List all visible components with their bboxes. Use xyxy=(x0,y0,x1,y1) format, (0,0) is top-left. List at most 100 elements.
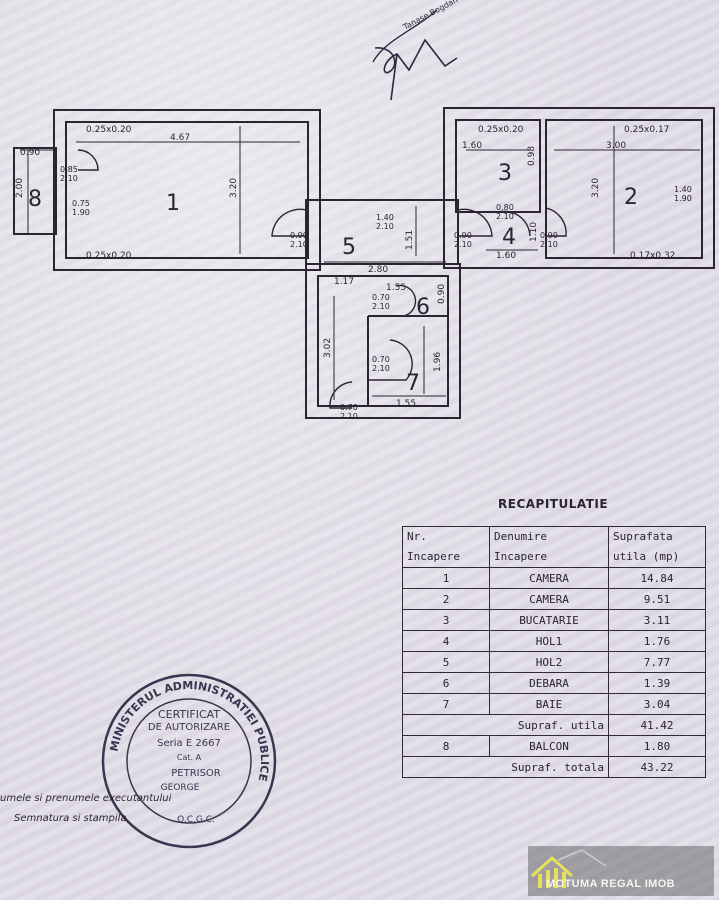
total-area-value: 43.22 xyxy=(608,756,706,778)
room-number-6: 6 xyxy=(416,295,430,320)
dim-r3-window-top: 0.25x0.20 xyxy=(478,125,524,135)
dim-r5-width: 2.80 xyxy=(368,265,388,275)
row-name: HOL1 xyxy=(489,630,609,652)
signature-label: Semnatura si stampila xyxy=(14,813,127,824)
signature: Tanase Bogdan xyxy=(372,0,459,101)
header-area: Suprafata utila (mp) xyxy=(608,526,706,568)
row-area: 3.11 xyxy=(608,609,706,631)
header-name: Denumire Incapere xyxy=(489,526,609,568)
dim-r5-height: 1.51 xyxy=(405,230,415,250)
stamp-line-4: Cat. A xyxy=(177,753,202,762)
row-name: HOL2 xyxy=(489,651,609,673)
row-area: 1.80 xyxy=(608,735,706,757)
dim-r4-height: 1.10 xyxy=(529,222,539,242)
dim-r3-width: 1.60 xyxy=(462,141,482,151)
row-area: 7.77 xyxy=(608,651,706,673)
row-nr: 4 xyxy=(402,630,490,652)
dim-r3-height: 0.98 xyxy=(527,146,537,166)
room-5-wall xyxy=(305,199,459,265)
door-room-7 xyxy=(368,339,413,381)
row-area: 14.84 xyxy=(608,567,706,589)
row-area: 9.51 xyxy=(608,588,706,610)
row-nr: 7 xyxy=(402,693,490,715)
room-2-wall xyxy=(545,119,703,259)
total-area-row: Supraf. totala 43.22 xyxy=(402,756,706,778)
door-hall-left xyxy=(271,208,307,237)
room-number-2: 2 xyxy=(624,185,638,210)
room-number-4: 4 xyxy=(502,225,516,250)
dim-r8-height: 2.00 xyxy=(15,178,25,198)
dim-r2-window-top: 0.25x0.17 xyxy=(624,125,669,135)
dim-r2-height: 3.20 xyxy=(591,178,601,198)
row-name: DEBARA xyxy=(489,672,609,694)
room-number-8: 8 xyxy=(28,187,42,212)
room-number-3: 3 xyxy=(498,161,512,186)
row-nr: 3 xyxy=(402,609,490,631)
row-name: CAMERA xyxy=(489,588,609,610)
dim-r2-window-bottom: 0.17x0.32 xyxy=(630,251,675,261)
row-name: CAMERA xyxy=(489,567,609,589)
official-stamp: MINISTERUL ADMINISTRATIEI PUBLICE CERTIF… xyxy=(101,673,277,849)
dim-r7-width: 1.55 xyxy=(396,399,416,409)
room-8-balcony xyxy=(13,147,57,235)
recap-table: Nr. Incapere Denumire Incapere Suprafata… xyxy=(402,526,706,778)
logo-text: MOTUMA REGAL IMOB xyxy=(546,878,676,890)
stamp-line-3: Seria E 2667 xyxy=(157,738,221,749)
row-name: BUCATARIE xyxy=(489,609,609,631)
room-6-7-outer xyxy=(305,263,461,419)
row-nr: 1 xyxy=(402,567,490,589)
total-area-label: Supraf. totala xyxy=(402,756,609,778)
dim-r8-width: 0.90 xyxy=(20,148,40,158)
row-name: BALCON xyxy=(489,735,609,757)
room-6-7-inner xyxy=(317,275,449,407)
header-nr: Nr. Incapere xyxy=(402,526,490,568)
dim-r7-height: 1.96 xyxy=(433,352,443,372)
dim-r1-height: 3.20 xyxy=(229,178,239,198)
row-nr: 5 xyxy=(402,651,490,673)
floor-plan: 1 2 3 4 5 6 7 8 0.25x0.20 4.67 3.20 0.85… xyxy=(13,107,715,421)
dim-r6-width: 1.55 xyxy=(386,283,406,293)
room-number-7: 7 xyxy=(406,371,420,396)
stamp-line-6: GEORGE xyxy=(161,783,200,793)
row-name: BAIE xyxy=(489,693,609,715)
room-number-5: 5 xyxy=(342,235,356,260)
executor-name-label: umele si prenumele executantului xyxy=(0,793,172,804)
dim-r6-left: 1.17 xyxy=(334,277,354,287)
dim-r1-window-top: 0.25x0.20 xyxy=(86,125,132,135)
room-number-1: 1 xyxy=(166,191,180,216)
dim-r1-window-bottom: 0.25x0.20 xyxy=(86,251,132,261)
dim-r4-width: 1.60 xyxy=(496,251,516,261)
row-area: 1.39 xyxy=(608,672,706,694)
room-2-3-4-outer xyxy=(443,107,715,269)
useful-area-value: 41.42 xyxy=(608,714,706,736)
useful-area-row: Supraf. utila 41.42 xyxy=(402,714,706,736)
company-logo xyxy=(528,846,714,896)
stamp-line-2: DE AUTORIZARE xyxy=(148,722,230,733)
row-area: 1.76 xyxy=(608,630,706,652)
recap-header-row: Nr. Incapere Denumire Incapere Suprafata… xyxy=(402,526,706,568)
dim-r2-width: 3.00 xyxy=(606,141,626,151)
row-nr: 6 xyxy=(402,672,490,694)
dim-r6-height: 0.90 xyxy=(437,284,447,304)
stamp-line-7: O.C.G.C. xyxy=(177,815,215,825)
house-roof-icon xyxy=(530,855,574,878)
door-hall-right xyxy=(457,208,493,237)
